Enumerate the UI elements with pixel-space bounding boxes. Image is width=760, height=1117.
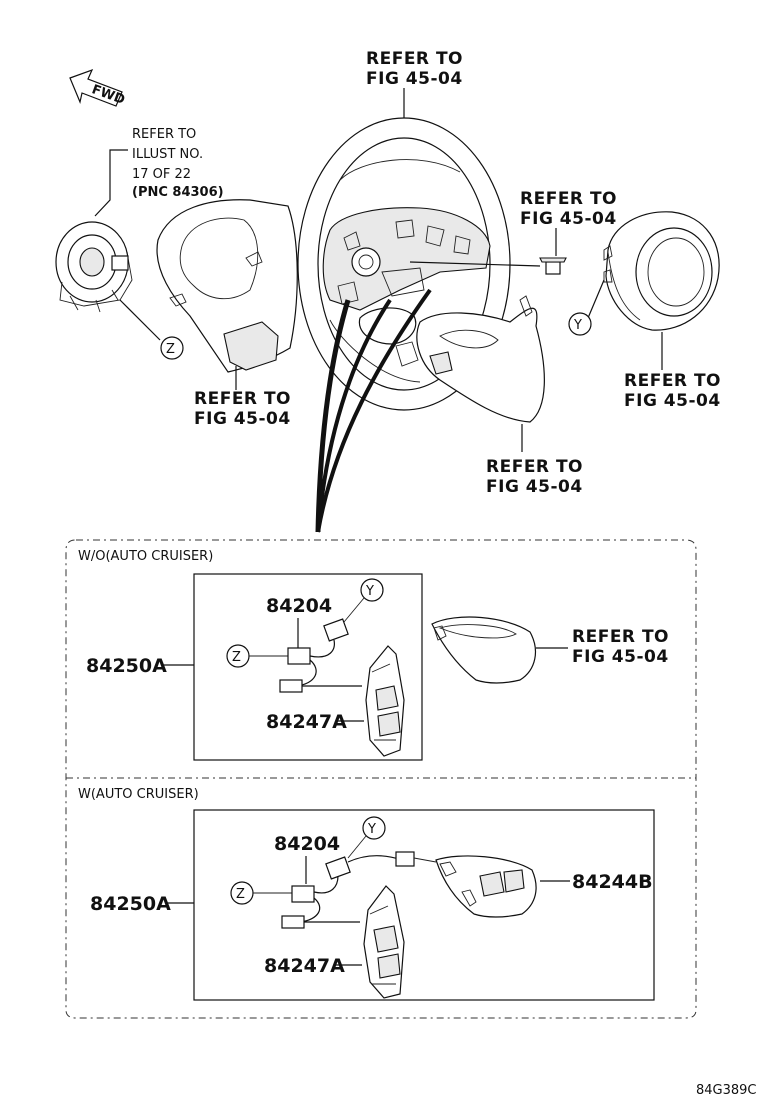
- svg-text:REFER TO: REFER TO: [132, 127, 196, 142]
- svg-text:REFER TO: REFER TO: [366, 49, 463, 69]
- section-title-w: W(AUTO CRUISER): [78, 787, 199, 802]
- steering-pad-switch-84247a-w: [363, 885, 405, 999]
- svg-text:Y: Y: [367, 822, 376, 837]
- svg-text:FIG 45-04: FIG 45-04: [486, 477, 583, 497]
- section-without-cruise: W/O(AUTO CRUISER) 84250A 84204 84247A Y …: [78, 549, 669, 761]
- refer-wheel: REFER TO FIG 45-04: [366, 49, 463, 118]
- svg-text:Y: Y: [573, 318, 582, 333]
- steering-hub-part: [322, 207, 491, 345]
- refer-sw-cover-2: FIG 45-04: [572, 647, 669, 667]
- refer-lower-cover: REFER TO FIG 45-04: [486, 424, 583, 497]
- airbag-part: [587, 211, 720, 331]
- refer-spiral: REFER TO ILLUST NO. 17 OF 22 (PNC 84306): [94, 127, 224, 217]
- wire-harness-84204-w: [281, 851, 415, 929]
- svg-text:REFER TO: REFER TO: [624, 371, 721, 391]
- svg-text:FIG 45-04: FIG 45-04: [366, 69, 463, 89]
- section-title-wo: W/O(AUTO CRUISER): [78, 549, 213, 564]
- part-number-84204-w: 84204: [274, 833, 340, 855]
- part-number-84247a-wo: 84247A: [266, 711, 347, 733]
- wire-harness-84204-wo: [279, 618, 362, 693]
- part-number-84204-wo: 84204: [266, 595, 332, 617]
- refer-bolt: REFER TO FIG 45-04: [520, 189, 617, 256]
- svg-text:Z: Z: [236, 887, 245, 902]
- section-with-cruise: W(AUTO CRUISER) 84250A 84204 84247A 8424…: [78, 787, 655, 1001]
- lower-right-cover-part: [395, 295, 545, 423]
- refer-left-cover: REFER TO FIG 45-04: [194, 366, 291, 429]
- svg-text:17 OF 22: 17 OF 22: [132, 167, 191, 182]
- svg-text:REFER TO: REFER TO: [486, 457, 583, 477]
- svg-text:Z: Z: [232, 650, 241, 665]
- outer-frame: [65, 539, 697, 1019]
- steering-pad-switch-84247a-wo: [365, 645, 405, 757]
- bolt-part: [409, 257, 567, 275]
- left-lower-cover-part: [156, 199, 298, 373]
- spiral-cable-part: [55, 221, 161, 341]
- marker-z-top: Z: [160, 336, 184, 360]
- part-number-84250a-w: 84250A: [90, 893, 171, 915]
- svg-text:ILLUST NO.: ILLUST NO.: [132, 147, 203, 162]
- marker-y-top: Y: [568, 312, 592, 336]
- svg-text:REFER TO: REFER TO: [520, 189, 617, 209]
- part-number-84247a-w: 84247A: [264, 955, 345, 977]
- refer-sw-cover-1: REFER TO: [572, 627, 669, 647]
- part-number-84244b: 84244B: [572, 871, 653, 893]
- svg-text:FIG 45-04: FIG 45-04: [520, 209, 617, 229]
- svg-text:FIG 45-04: FIG 45-04: [194, 409, 291, 429]
- refer-airbag: REFER TO FIG 45-04: [624, 332, 721, 411]
- svg-text:(PNC 84306): (PNC 84306): [132, 185, 224, 200]
- part-number-84250a-wo: 84250A: [86, 655, 167, 677]
- fwd-arrow-icon: FWD: [69, 68, 127, 108]
- svg-text:Y: Y: [365, 584, 374, 599]
- svg-text:Z: Z: [166, 342, 175, 357]
- cruise-control-switch-84244b: [413, 855, 537, 918]
- svg-text:FIG 45-04: FIG 45-04: [624, 391, 721, 411]
- section-leader: [315, 288, 432, 533]
- figure-code: 84G389C: [696, 1083, 757, 1098]
- svg-text:REFER TO: REFER TO: [194, 389, 291, 409]
- switch-cover-part: [431, 616, 568, 684]
